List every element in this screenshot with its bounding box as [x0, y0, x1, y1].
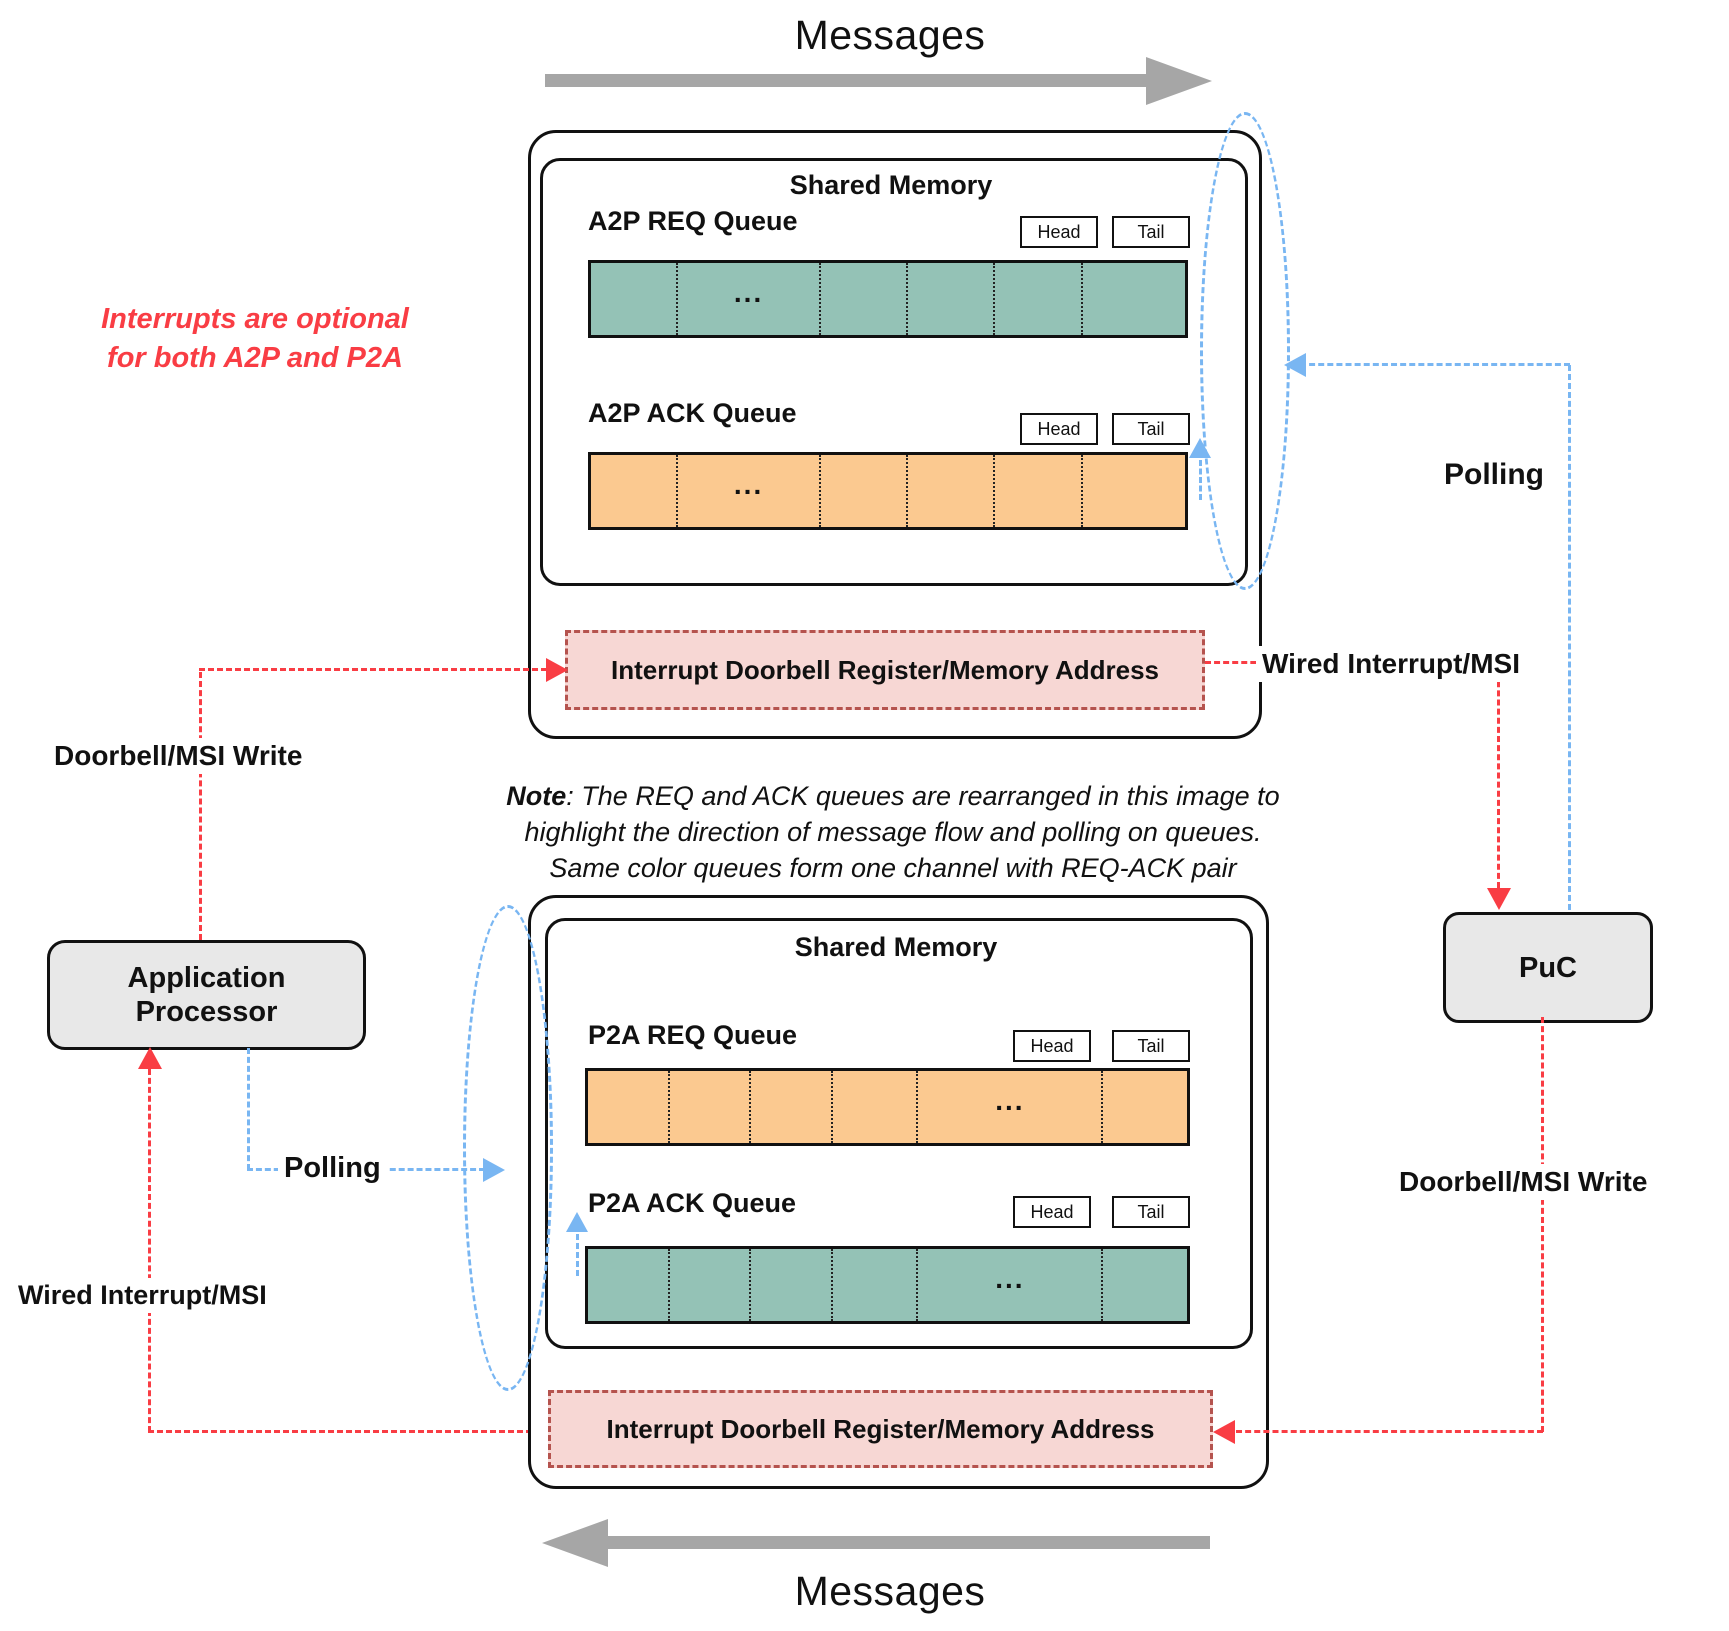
- a2p-ack-head-box: Head: [1020, 413, 1098, 445]
- polling-right-label: Polling: [1438, 456, 1550, 494]
- a2p-ack-queue-bar: ...: [588, 452, 1188, 530]
- a2p-req-tail-box: Tail: [1112, 216, 1190, 248]
- wired-interrupt-left-vline: [148, 1069, 151, 1432]
- wired-interrupt-right-arrow-icon: [1487, 888, 1511, 910]
- a2p-req-queue-bar: ...: [588, 260, 1188, 338]
- p2a-ack-tail-box: Tail: [1112, 1196, 1190, 1228]
- messages-top-arrow-head-icon: [1146, 57, 1212, 105]
- messages-bottom-arrow-shaft: [608, 1536, 1210, 1549]
- queue-cell: [670, 1249, 752, 1321]
- queue-cell: [833, 1071, 919, 1143]
- polling-left-label: Polling: [278, 1150, 387, 1187]
- queue-cell: [1083, 263, 1185, 335]
- wired-interrupt-left-hline: [148, 1430, 550, 1433]
- top-doorbell-register-box: Interrupt Doorbell Register/Memory Addre…: [565, 630, 1205, 710]
- queue-cell: [588, 1249, 670, 1321]
- interrupts-optional-note: Interrupts are optional for both A2P and…: [55, 300, 455, 378]
- puc-node: PuC: [1443, 912, 1653, 1023]
- doorbell-msi-write-right-label: Doorbell/MSI Write: [1393, 1164, 1654, 1200]
- a2p-req-queue-label: A2P REQ Queue: [588, 206, 798, 236]
- interrupts-optional-line2: for both A2P and P2A: [107, 342, 403, 374]
- queue-cell: [833, 1249, 919, 1321]
- bottom-doorbell-register-box: Interrupt Doorbell Register/Memory Addre…: [548, 1390, 1213, 1468]
- ap-doorbell-write-vline: [199, 672, 202, 940]
- center-note-label: Note: [506, 781, 567, 811]
- queue-cell: [588, 1071, 670, 1143]
- queue-cell: [1083, 455, 1185, 527]
- queue-cell: [751, 1249, 833, 1321]
- application-processor-node: Application Processor: [47, 940, 366, 1050]
- p2a-ack-head-box: Head: [1013, 1196, 1091, 1228]
- queue-cell: ...: [918, 1071, 1104, 1143]
- messages-top-arrow-shaft: [545, 74, 1147, 87]
- p2a-req-queue-label: P2A REQ Queue: [588, 1020, 798, 1050]
- interrupts-optional-line1: Interrupts are optional: [101, 303, 409, 335]
- queue-cell: [821, 263, 909, 335]
- polling-up-arrow-icon: [566, 1212, 588, 1232]
- polling-up-arrow-stub: [576, 1234, 579, 1276]
- queue-cell: [1103, 1071, 1187, 1143]
- queue-cell: [908, 455, 996, 527]
- queue-cell: ...: [918, 1249, 1104, 1321]
- polling-up-arrow-stub: [1199, 460, 1202, 500]
- p2a-ack-queue-bar: ...: [585, 1246, 1190, 1324]
- a2p-ack-tail-box: Tail: [1112, 413, 1190, 445]
- messages-top-title: Messages: [794, 12, 986, 58]
- ap-label-line2: Processor: [135, 996, 278, 1028]
- polling-right-vline: [1568, 365, 1571, 910]
- ap-label-line1: Application: [127, 962, 286, 994]
- queue-cell: [591, 263, 679, 335]
- wired-interrupt-right-vline: [1497, 663, 1500, 888]
- queue-cell: [751, 1071, 833, 1143]
- polling-left-vline: [247, 1048, 250, 1170]
- queue-cell: [995, 455, 1083, 527]
- bottom-polling-ellipse: [463, 905, 553, 1391]
- queue-cell: ...: [678, 455, 821, 527]
- bottom-shared-memory-title: Shared Memory: [794, 932, 998, 962]
- doorbell-write-right-hline: [1236, 1430, 1543, 1433]
- messages-bottom-arrow-head-icon: [542, 1519, 608, 1567]
- top-shared-memory-title: Shared Memory: [789, 170, 993, 200]
- center-note: Note: The REQ and ACK queues are rearran…: [428, 778, 1358, 886]
- top-polling-ellipse: [1200, 112, 1290, 590]
- doorbell-write-right-arrow-icon: [1213, 1420, 1235, 1444]
- p2a-req-tail-box: Tail: [1112, 1030, 1190, 1062]
- polling-right-hline: [1300, 363, 1570, 366]
- queue-cell: ...: [678, 263, 821, 335]
- puc-label: PuC: [1519, 951, 1577, 984]
- doorbell-msi-write-left-label: Doorbell/MSI Write: [48, 738, 309, 774]
- ap-doorbell-write-hline: [199, 668, 547, 671]
- queue-cell: [821, 455, 909, 527]
- queue-cell: [591, 455, 679, 527]
- p2a-req-head-box: Head: [1013, 1030, 1091, 1062]
- queue-cell: [908, 263, 996, 335]
- messages-bottom-title: Messages: [794, 1568, 986, 1614]
- a2p-req-head-box: Head: [1020, 216, 1098, 248]
- wired-interrupt-left-label: Wired Interrupt/MSI: [12, 1278, 273, 1313]
- center-note-line2: highlight the direction of message flow …: [524, 817, 1262, 847]
- wired-interrupt-right-label: Wired Interrupt/MSI: [1256, 646, 1526, 682]
- p2a-req-queue-bar: ...: [585, 1068, 1190, 1146]
- queue-cell: [1103, 1249, 1187, 1321]
- queue-cell: [995, 263, 1083, 335]
- doorbell-write-right-vline: [1541, 1017, 1544, 1432]
- p2a-ack-queue-label: P2A ACK Queue: [588, 1188, 797, 1218]
- ap-doorbell-write-arrow-icon: [546, 658, 568, 682]
- queue-cell: [670, 1071, 752, 1143]
- wired-interrupt-left-arrow-icon: [138, 1047, 162, 1069]
- center-note-line3: Same color queues form one channel with …: [549, 853, 1237, 883]
- a2p-ack-queue-label: A2P ACK Queue: [588, 398, 797, 428]
- center-note-line1: : The REQ and ACK queues are rearranged …: [566, 781, 1280, 811]
